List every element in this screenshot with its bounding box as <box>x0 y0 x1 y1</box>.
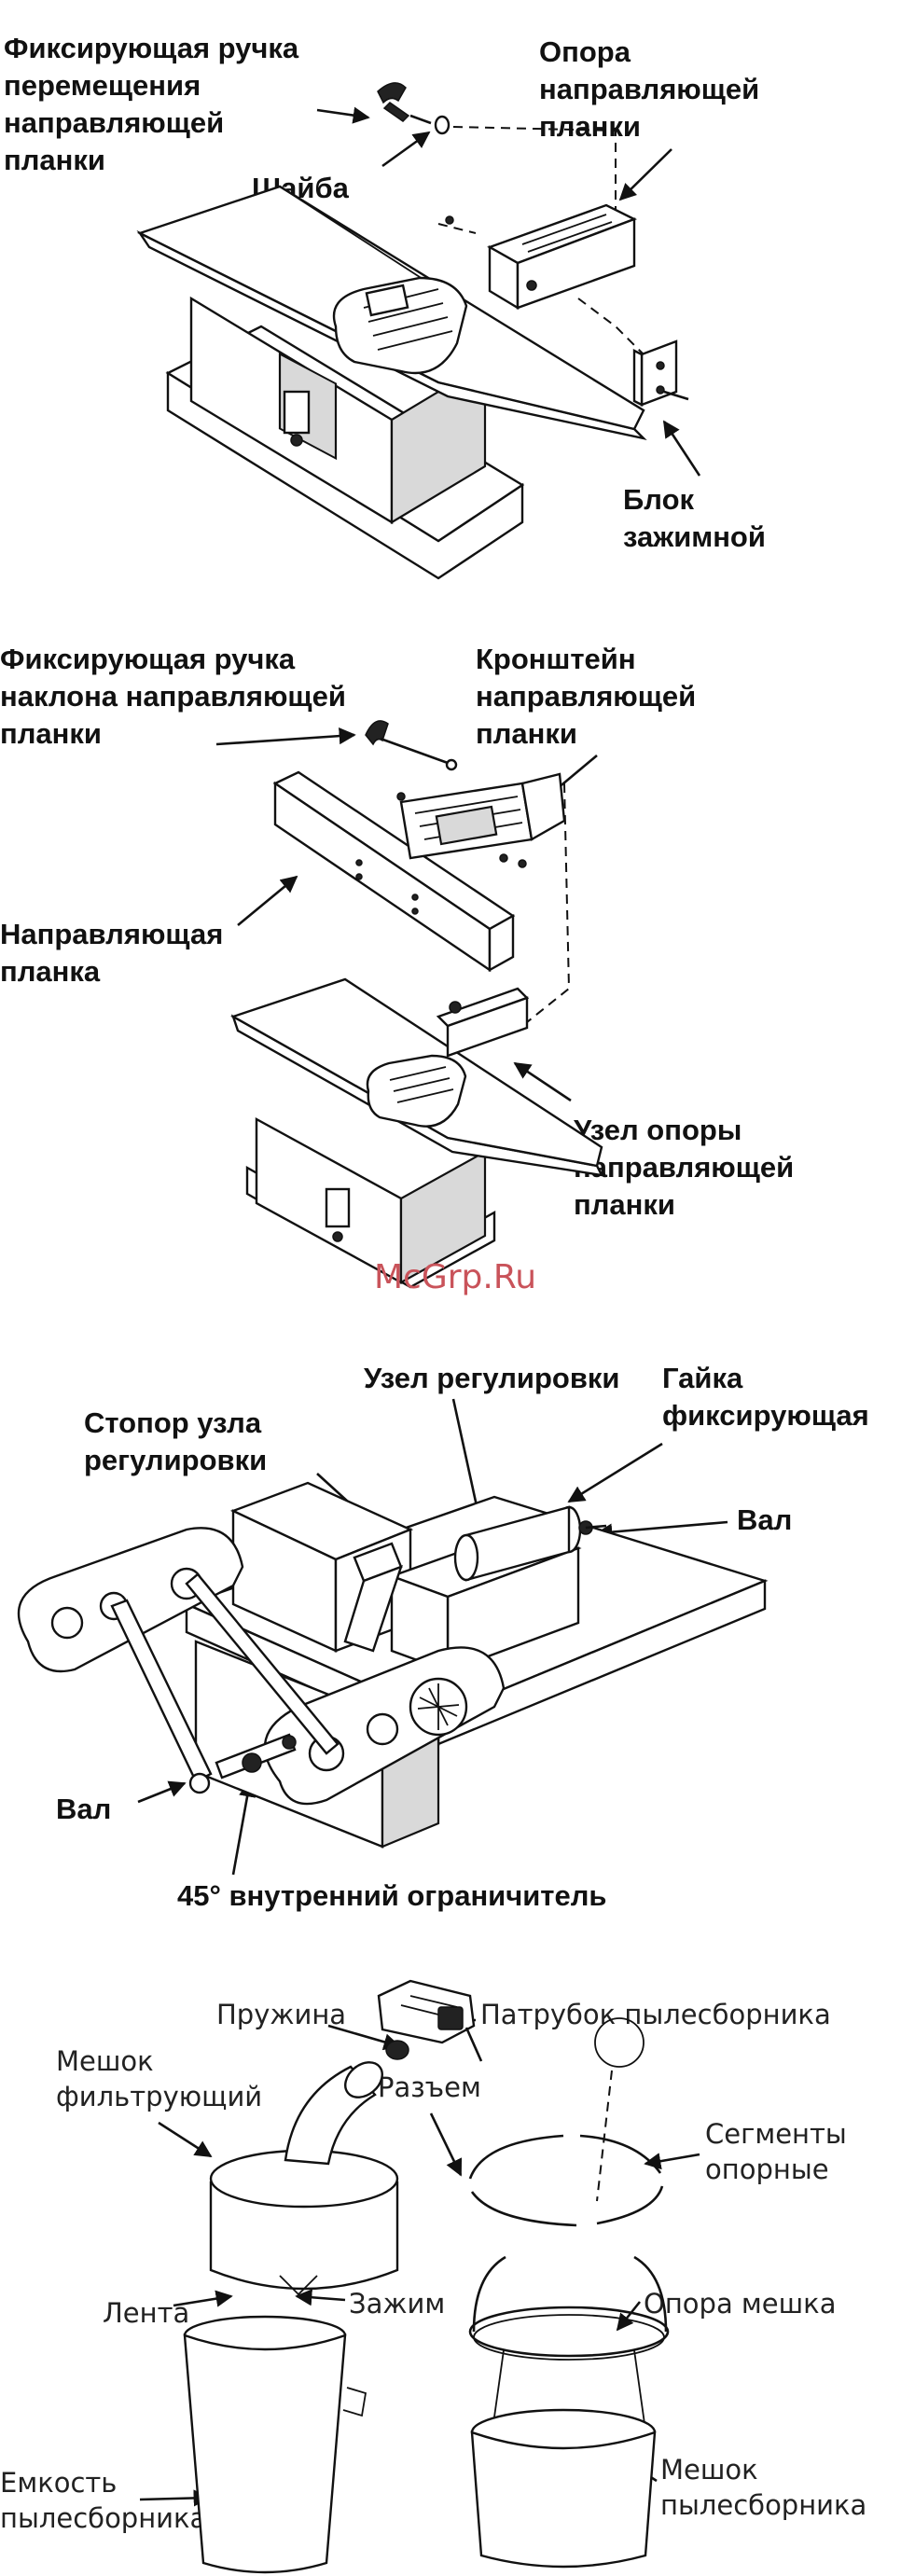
washer-icon <box>434 115 450 135</box>
segments-label-l1: Сегменты <box>705 2118 847 2150</box>
limiter-label: 45° внутренний ограничитель <box>177 1879 606 1912</box>
dust-bag-label-l1: Мешок <box>660 2454 758 2486</box>
dust-bag-label-l2: пылесборника <box>660 2489 866 2521</box>
container-label-l1: Емкость <box>0 2467 117 2499</box>
watermark-text: McGrp.Ru <box>374 1258 536 1296</box>
port-label: Патрубок пылесборника <box>480 1999 831 2030</box>
handle-label-l1: Фиксирующая ручка <box>4 32 299 64</box>
tilt-handle-label-l1: Фиксирующая ручка <box>0 643 296 675</box>
adjustment-mechanism <box>17 1481 769 1849</box>
segments-label-l2: опорные <box>705 2154 829 2185</box>
fence-label-l1: Направляющая <box>0 918 223 950</box>
figure-fence-bracket-install: Фиксирующая ручка наклона направляющей п… <box>0 597 901 1324</box>
adjust-label: Узел регулировки <box>364 1362 619 1394</box>
support-assy-label-l3: планки <box>574 1188 675 1221</box>
support-assy-label-l2: направляющей <box>574 1151 794 1184</box>
lock-handle-icon <box>377 82 432 125</box>
container-label-l2: пылесборника <box>0 2502 206 2534</box>
figure-fence-support-install: Фиксирующая ручка перемещения направляющ… <box>0 0 901 597</box>
watermark-area: McGrp.Ru <box>0 1245 901 1301</box>
filter-bag-label-l1: Мешок <box>56 2045 154 2077</box>
tilt-lock-handle-icon <box>365 720 458 771</box>
tape-label: Лента <box>103 2297 189 2329</box>
handle-label-l4: планки <box>4 144 105 176</box>
support-label-l3: планки <box>539 110 641 143</box>
stop-label-l2: регулировки <box>84 1444 267 1476</box>
dust-port-icon <box>377 1979 483 2062</box>
tilt-handle-label-l2: наклона направляющей <box>0 680 346 713</box>
filter-bag-label-l2: фильтрующий <box>56 2081 262 2112</box>
figure-adjustment-assembly: Стопор узла регулировки Узел регулировки… <box>0 1343 901 1940</box>
bracket-label-l3: планки <box>476 717 577 750</box>
support-label-l1: Опора <box>539 35 631 68</box>
filter-bag-icon <box>209 2061 399 2296</box>
handle-label-l2: перемещения <box>4 69 201 102</box>
support-ring-segments-icon <box>468 2017 664 2227</box>
shaft-left-label: Вал <box>56 1793 111 1825</box>
jointer-machine <box>136 185 689 580</box>
block-label-l1: Блок <box>623 483 695 516</box>
clamp-label: Зажим <box>349 2288 445 2320</box>
block-label-l2: зажимной <box>623 520 766 553</box>
support-assy-label-l1: Узел опоры <box>574 1114 742 1146</box>
shaft-right-label: Вал <box>737 1503 792 1536</box>
bag-support-label: Опора мешка <box>644 2288 836 2320</box>
spring-icon <box>385 2040 409 2060</box>
dust-container-icon <box>183 2315 367 2574</box>
tilt-handle-label-l3: планки <box>0 717 102 750</box>
fence-plate <box>272 770 516 973</box>
fence-bracket <box>396 772 566 868</box>
jointer-machine-2 <box>230 977 604 1289</box>
fence-label-l2: планка <box>0 955 101 988</box>
figure-dust-collector: Пружина Патрубок пылесборника Мешок филь… <box>0 1940 901 2576</box>
connector-label: Разъем <box>378 2071 481 2103</box>
handle-label-l3: направляющей <box>4 106 224 139</box>
bracket-label-l2: направляющей <box>476 680 696 713</box>
bracket-label-l1: Кронштейн <box>476 643 636 675</box>
nut-label-l2: фиксирующая <box>662 1399 869 1432</box>
nut-label-l1: Гайка <box>662 1362 743 1394</box>
spring-label: Пружина <box>216 1999 346 2030</box>
support-label-l2: направляющей <box>539 73 759 105</box>
dust-bag-icon <box>470 2408 657 2569</box>
stop-label-l1: Стопор узла <box>84 1406 262 1439</box>
